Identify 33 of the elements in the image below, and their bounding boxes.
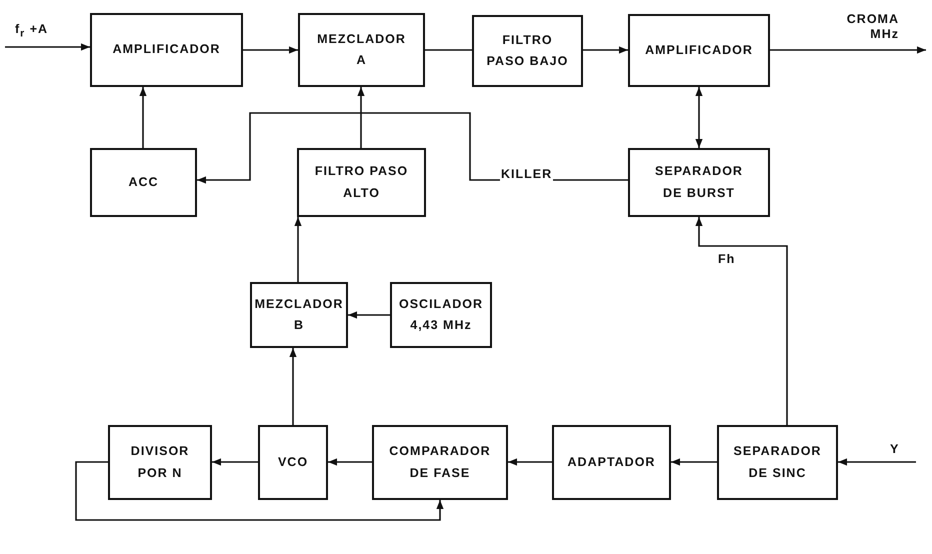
arrow <box>243 46 298 54</box>
block-box: DIVISOR POR N <box>108 425 212 500</box>
block-box: ACC <box>90 148 197 217</box>
block-box: AMPLIFICADOR <box>628 14 770 87</box>
arrow <box>197 112 628 184</box>
block-box: COMPARADOR DE FASE <box>372 425 508 500</box>
block-box: FILTRO PASO ALTO <box>297 148 426 217</box>
arrow <box>348 311 390 319</box>
block-box: OSCILADOR 4,43 MHz <box>390 282 492 348</box>
arrow <box>5 43 90 51</box>
edge-label: KILLER <box>500 167 554 182</box>
block-box: ADAPTADOR <box>552 425 671 500</box>
arrow <box>695 217 788 425</box>
arrow <box>139 87 147 148</box>
arrow <box>770 46 926 54</box>
block-box: SEPARADOR DE BURST <box>628 148 770 217</box>
block-box: SEPARADOR DE SINC <box>717 425 838 500</box>
block-box: FILTRO PASO BAJO <box>472 15 583 87</box>
arrow <box>75 461 444 521</box>
arrow <box>294 217 302 282</box>
block-box: AMPLIFICADOR <box>90 13 243 87</box>
arrow <box>328 458 372 466</box>
block-box: VCO <box>258 425 328 500</box>
block-box: MEZCLADOR B <box>250 282 348 348</box>
arrow <box>695 87 703 148</box>
arrow <box>289 348 297 425</box>
arrow <box>671 458 717 466</box>
arrow <box>212 458 258 466</box>
arrow <box>838 458 916 466</box>
arrow <box>357 87 365 148</box>
block-box: MEZCLADOR A <box>298 13 425 87</box>
arrow <box>583 46 628 54</box>
arrow <box>508 458 552 466</box>
